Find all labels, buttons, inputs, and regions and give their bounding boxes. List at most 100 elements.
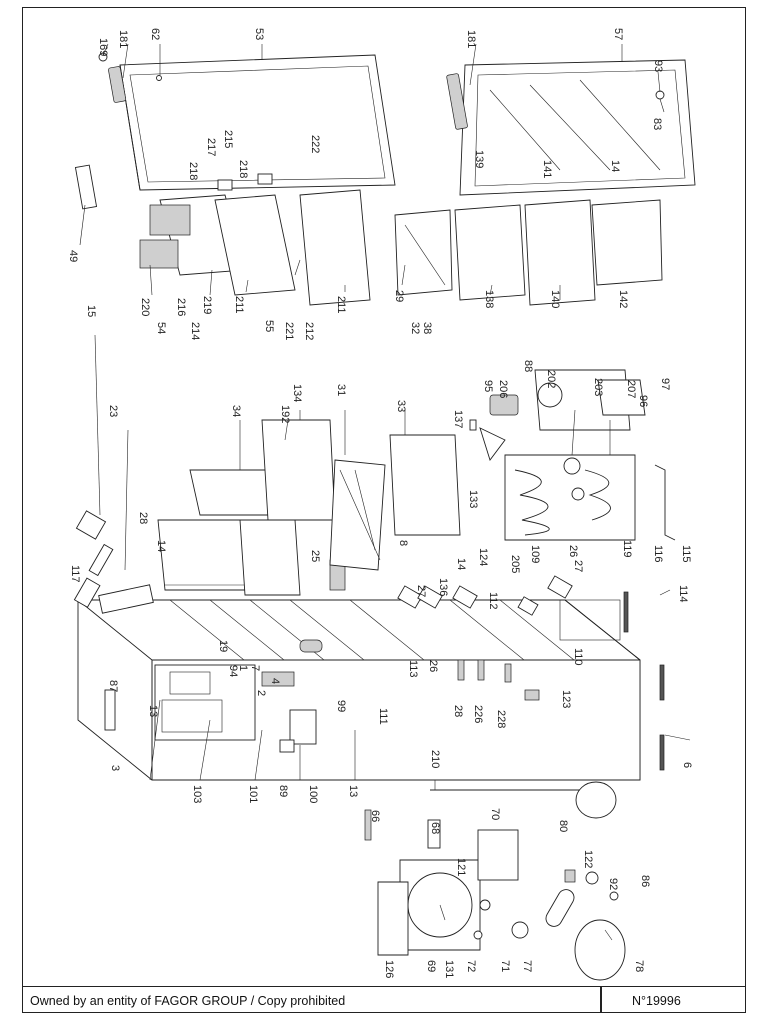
part-label: 8 <box>397 540 409 546</box>
part-label: 7 <box>249 665 261 671</box>
part-label: 33 <box>395 400 407 412</box>
compressor-group <box>364 781 626 981</box>
document-number: N°19996 <box>632 994 681 1008</box>
part-label: 99 <box>335 700 347 712</box>
part-label: 221 <box>283 322 295 340</box>
part-label: 32 <box>409 322 421 334</box>
part-label: 66 <box>369 810 381 822</box>
part-label: 220 <box>139 298 151 316</box>
part-label: 54 <box>155 322 167 334</box>
part-label: 228 <box>495 710 507 728</box>
part-label: 112 <box>487 592 499 610</box>
part-label: 6 <box>681 762 693 768</box>
door-balconies <box>139 173 371 306</box>
part-label: 215 <box>222 130 234 148</box>
part-label: 14 <box>455 558 467 570</box>
part-label: 93 <box>652 60 664 72</box>
part-label: 101 <box>247 785 259 803</box>
part-label: 14 <box>609 160 621 172</box>
part-labels: 169 181 62 53 181 57 93 83 49 218 217 21… <box>67 28 693 978</box>
part-label: 71 <box>499 960 511 972</box>
ownership-notice: Owned by an entity of FAGOR GROUP / Copy… <box>30 994 346 1008</box>
fridge-door <box>74 52 396 210</box>
leader-lines <box>79 43 691 941</box>
part-label: 116 <box>652 545 664 563</box>
part-label: 13 <box>147 705 159 717</box>
part-label: 137 <box>452 410 464 428</box>
part-label: 134 <box>291 384 303 402</box>
part-label: 57 <box>612 28 624 40</box>
part-label: 70 <box>489 808 501 820</box>
part-label: 28 <box>137 512 149 524</box>
part-label: 181 <box>117 30 129 48</box>
part-label: 96 <box>637 395 649 407</box>
part-label: 87 <box>107 680 119 692</box>
part-label: 4 <box>269 678 281 684</box>
part-label: 80 <box>557 820 569 832</box>
part-label: 141 <box>541 160 553 178</box>
part-label: 55 <box>263 320 275 332</box>
title-block: Owned by an entity of FAGOR GROUP / Copy… <box>22 986 746 1013</box>
part-label: 89 <box>277 785 289 797</box>
part-label: 139 <box>473 150 485 168</box>
part-label: 14 <box>155 540 167 552</box>
part-label: 25 <box>309 550 321 562</box>
part-label: 114 <box>677 585 689 603</box>
part-label: 119 <box>621 540 633 558</box>
part-label: 207 <box>625 380 637 398</box>
part-label: 29 <box>393 290 405 302</box>
part-label: 3 <box>109 765 121 771</box>
part-label: 214 <box>189 322 201 340</box>
part-label: 222 <box>309 135 321 153</box>
part-label: 217 <box>205 138 217 156</box>
part-label: 142 <box>617 290 629 308</box>
drawing-frame <box>22 7 746 1013</box>
part-label: 26 <box>567 545 579 557</box>
title-block-divider <box>600 987 602 1012</box>
part-label: 140 <box>549 290 561 308</box>
part-label: 27 <box>572 560 584 572</box>
part-label: 77 <box>521 960 533 972</box>
part-label: 210 <box>429 750 441 768</box>
part-label: 211 <box>233 296 245 314</box>
part-label: 226 <box>472 705 484 723</box>
part-label: 211 <box>335 296 347 314</box>
part-label: 27 <box>415 585 427 597</box>
part-label: 212 <box>303 322 315 340</box>
part-label: 15 <box>85 305 97 317</box>
part-label: 121 <box>455 858 467 876</box>
part-label: 78 <box>633 960 645 972</box>
fan-assembly <box>469 369 646 461</box>
part-label: 218 <box>187 162 199 180</box>
part-label: 100 <box>307 785 319 803</box>
part-label: 2 <box>255 690 267 696</box>
part-label: 115 <box>680 545 692 563</box>
part-label: 23 <box>107 405 119 417</box>
part-label: 38 <box>421 322 433 334</box>
part-label: 97 <box>659 378 671 390</box>
part-label: 122 <box>582 850 594 868</box>
part-label: 49 <box>67 250 79 262</box>
part-label: 169 <box>97 38 109 56</box>
part-label: 86 <box>639 875 651 887</box>
evaporator-unit <box>504 454 676 541</box>
part-label: 202 <box>545 370 557 388</box>
part-label: 136 <box>437 578 449 596</box>
part-label: 126 <box>383 960 395 978</box>
part-label: 69 <box>425 960 437 972</box>
part-label: 94 <box>227 665 239 677</box>
part-label: 131 <box>443 960 455 978</box>
part-label: 203 <box>592 378 604 396</box>
part-label: 113 <box>407 660 419 678</box>
part-label: 62 <box>149 28 161 40</box>
part-label: 192 <box>279 405 291 423</box>
part-label: 206 <box>497 380 509 398</box>
part-label: 218 <box>237 160 249 178</box>
part-label: 219 <box>201 296 213 314</box>
part-label: 53 <box>253 28 265 40</box>
part-label: 31 <box>335 384 347 396</box>
part-label: 92 <box>607 878 619 890</box>
part-label: 34 <box>230 405 242 417</box>
